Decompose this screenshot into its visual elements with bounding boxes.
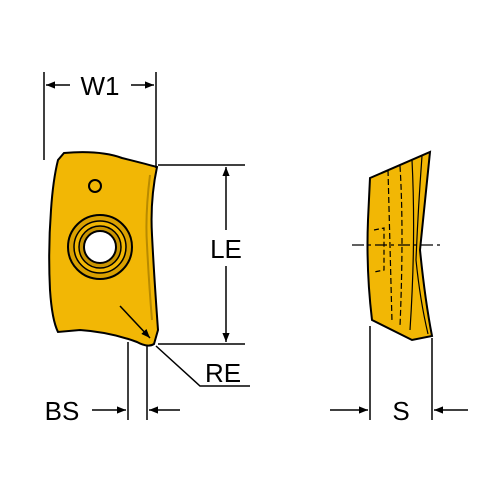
w1-label: W1 [81,71,120,101]
le-label: LE [210,234,242,264]
insert-edge-highlight [145,174,153,321]
insert-side-view [352,150,440,342]
insert-front-view [48,151,160,347]
bs-dimension: BS [45,342,180,426]
re-label: RE [205,358,241,388]
screw-hole [83,230,117,264]
bs-label: BS [45,396,80,426]
w1-dimension: W1 [43,71,157,168]
side-profile-body [366,150,434,342]
s-label: S [392,396,409,426]
small-locating-dot [88,179,102,193]
le-dimension: LE [158,164,245,345]
s-dimension: S [330,326,468,426]
re-dimension: RE [119,305,250,388]
